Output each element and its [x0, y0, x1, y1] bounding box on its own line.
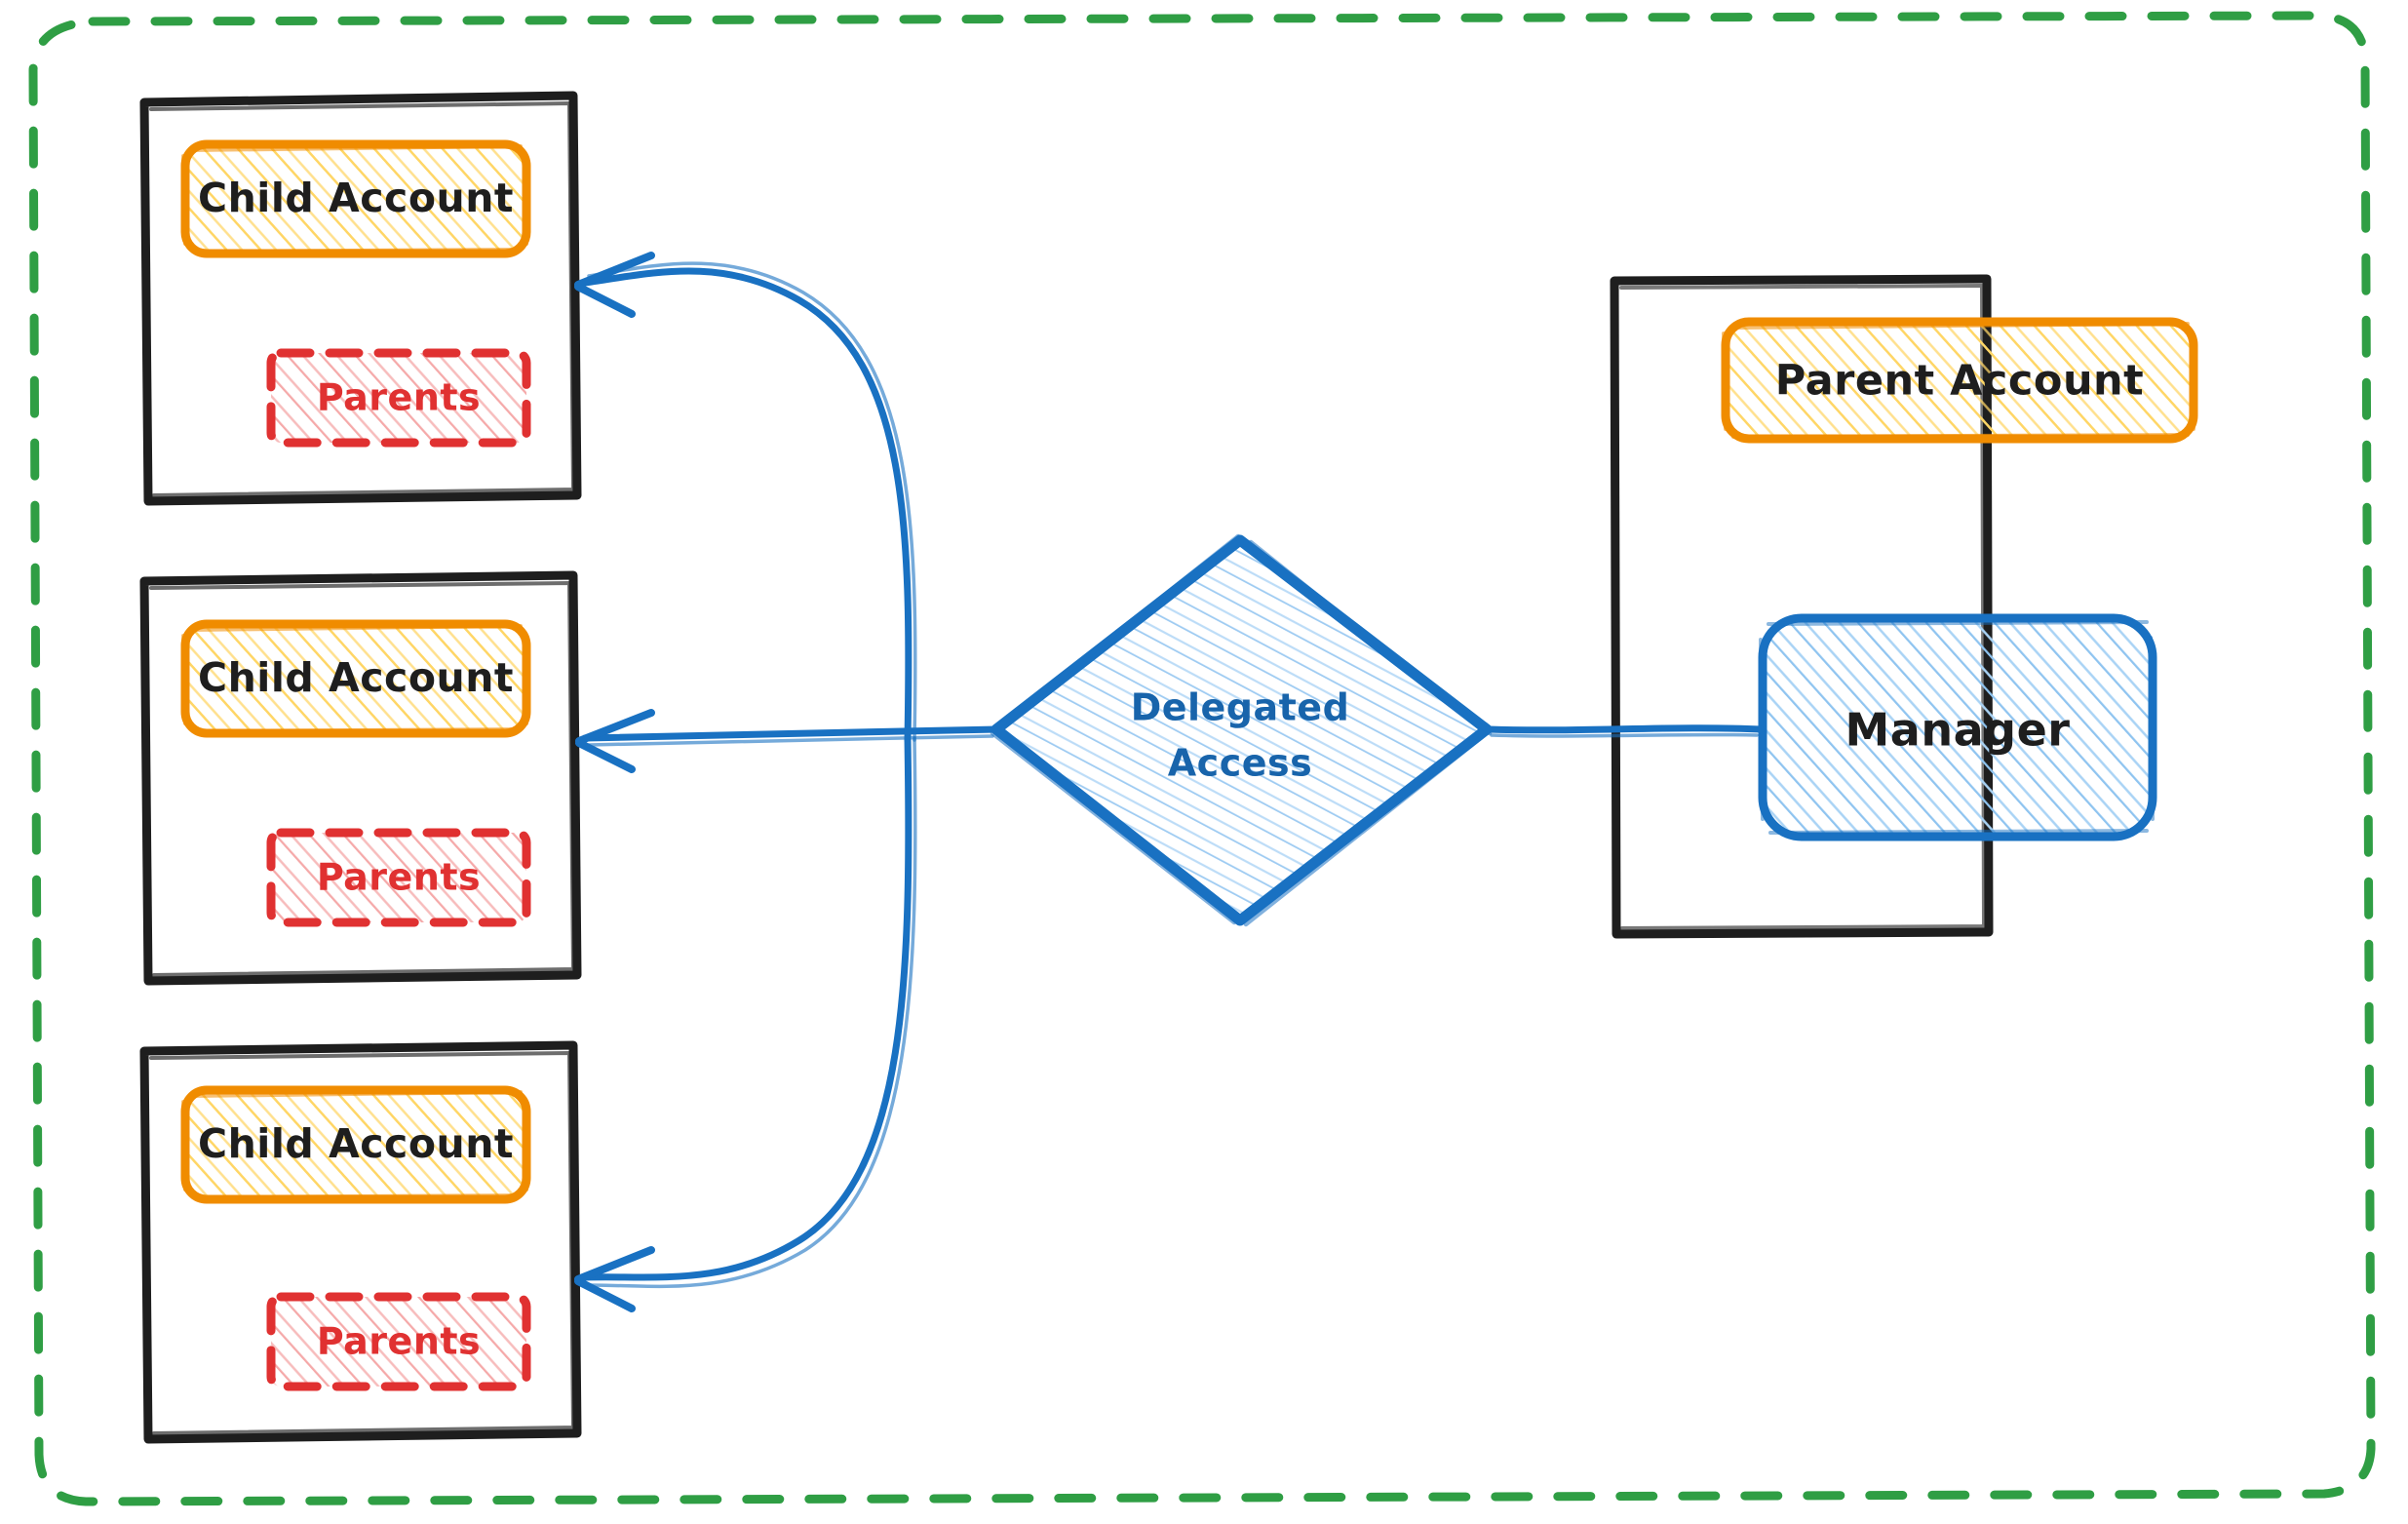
parent-account-label: Parent Account [1775, 357, 2144, 406]
child-account-label-2: Child Account [198, 654, 514, 701]
parents-label-1: Parents [317, 376, 481, 419]
child-account-node-3[interactable]: Child Account [180, 1085, 531, 1204]
manager-box-sketch [1759, 620, 2155, 835]
manager-label: Manager [1845, 704, 2071, 757]
child-account-box-3-sketch [181, 1090, 528, 1199]
child-account-label-3: Child Account [198, 1120, 514, 1167]
delegated-access-line2: Access [1168, 742, 1312, 785]
child-account-box-1-sketch [181, 144, 528, 254]
child-account-box-2-sketch [181, 624, 528, 733]
connector-diamond-to-child-1 [574, 252, 917, 744]
parents-box-2 [266, 828, 531, 927]
parents-node-1[interactable]: Parents [266, 348, 531, 448]
connector-manager-to-diamond [1485, 724, 1765, 738]
child-account-label-1: Child Account [198, 175, 514, 221]
child-group-3[interactable]: Child Account Parents [139, 1040, 582, 1444]
child-group-2[interactable]: Child Account Parents [139, 570, 582, 986]
parent-account-node[interactable]: Parent Account [1721, 317, 2198, 444]
child-group-1-frame-sketch [149, 101, 575, 497]
delegated-access-shape-sketch [990, 533, 1493, 927]
parents-box-3 [266, 1292, 531, 1391]
child-group-3-frame-sketch [149, 1051, 575, 1435]
child-group-2-frame-sketch [149, 581, 575, 977]
delegated-access-line1: Delegated [1131, 686, 1350, 729]
parents-node-3[interactable]: Parents [266, 1292, 531, 1391]
connector-diamond-to-child-2 [575, 709, 998, 773]
parent-group[interactable]: Parent Account Manager [1610, 274, 2198, 939]
connector-diamond-to-child-3 [574, 734, 917, 1312]
delegated-access-diamond[interactable]: Delegated Access [990, 533, 1493, 927]
outer-boundary [28, 11, 2376, 1506]
parents-box-1 [266, 348, 531, 448]
parents-label-2: Parents [317, 856, 481, 899]
child-account-node-1[interactable]: Child Account [180, 139, 531, 258]
parents-node-2[interactable]: Parents [266, 828, 531, 927]
parent-account-box-sketch [1722, 322, 2195, 439]
delegated-access-shape [990, 534, 1493, 926]
manager-node[interactable]: Manager [1758, 613, 2157, 841]
child-group-1[interactable]: Child Account Parents [139, 91, 582, 506]
child-account-node-2[interactable]: Child Account [180, 619, 531, 738]
parent-group-frame-sketch [1619, 284, 1986, 930]
parents-label-3: Parents [317, 1320, 481, 1363]
